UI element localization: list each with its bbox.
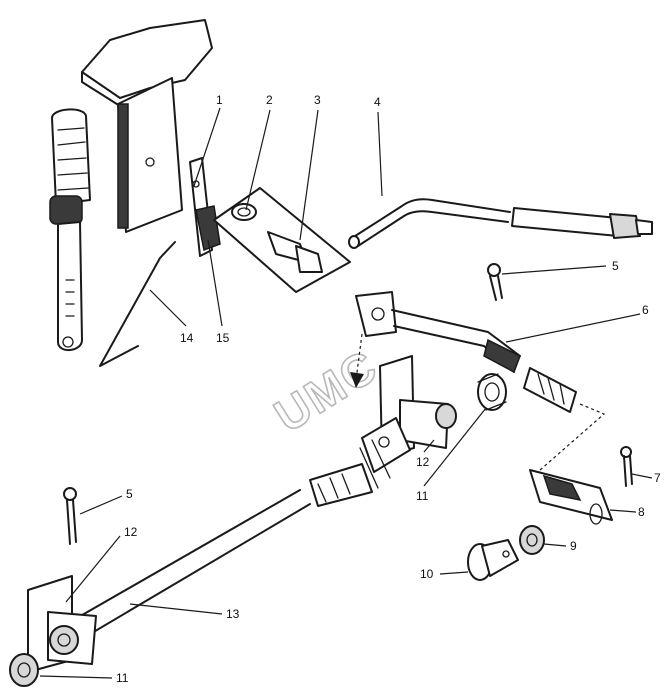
callouts: 1 2 3 4 5 6 7 8 9 10 11 12 5 12 13 11 14…	[116, 93, 661, 685]
long-shaft	[69, 463, 373, 641]
callout-3: 3	[314, 93, 321, 107]
callout-7: 7	[654, 471, 661, 485]
callout-5a: 5	[612, 259, 619, 273]
callout-9: 9	[570, 539, 577, 553]
sleeve	[529, 403, 613, 525]
lever-plate	[189, 157, 221, 257]
assembly-arrow	[355, 333, 363, 381]
callout-12a: 12	[416, 455, 430, 469]
callout-4: 4	[374, 95, 381, 109]
bushing-ring-upper	[477, 373, 507, 411]
watermark: UMC	[265, 339, 386, 442]
callout-8: 8	[638, 505, 645, 519]
leader-lines	[39, 107, 653, 679]
assembly-arrowhead	[350, 372, 364, 388]
callout-11a: 11	[416, 489, 429, 503]
nut-9	[519, 525, 545, 555]
callout-5b: 5	[126, 487, 133, 501]
wire-spring	[99, 241, 176, 367]
bolt-panel	[213, 187, 351, 293]
pedal-rod	[49, 108, 91, 351]
clevis	[359, 417, 411, 489]
callout-15: 15	[216, 331, 230, 345]
callout-11b: 11	[116, 671, 129, 685]
callout-2: 2	[266, 93, 273, 107]
lever-yoke	[355, 291, 577, 413]
callout-12b: 12	[124, 525, 138, 539]
cotter-pin-upper	[487, 263, 503, 301]
bushing-ring-lower	[9, 653, 39, 687]
callout-1: 1	[216, 93, 223, 107]
callout-10: 10	[420, 567, 434, 581]
lower-bracket	[27, 575, 97, 673]
callout-6: 6	[642, 303, 649, 317]
bent-rod	[348, 198, 653, 249]
pin-10	[467, 539, 519, 581]
cotter-pin-7	[620, 446, 633, 487]
callout-13: 13	[226, 607, 240, 621]
callout-14: 14	[180, 331, 194, 345]
cotter-pin-lower	[63, 487, 77, 545]
floor-bracket	[81, 19, 213, 233]
